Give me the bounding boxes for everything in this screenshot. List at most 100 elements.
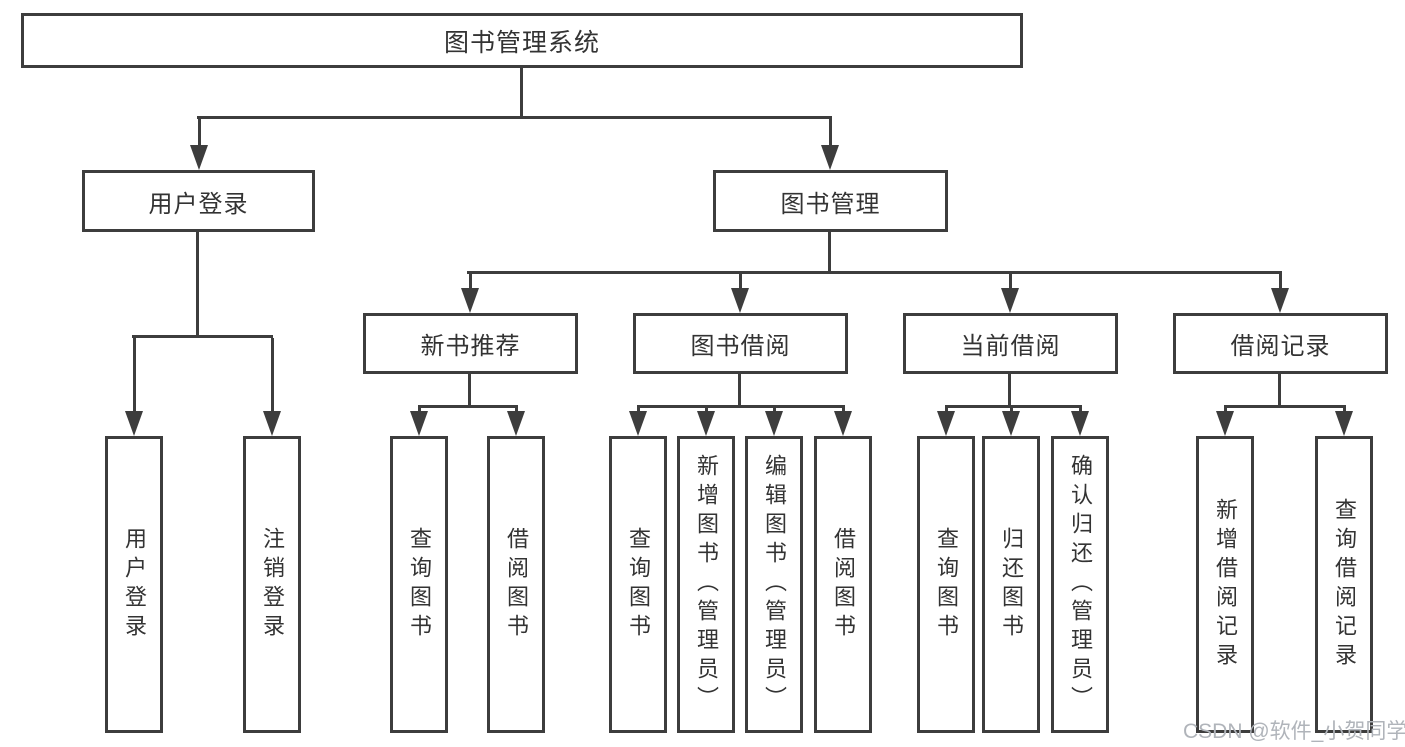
arrow-head-icon	[629, 411, 647, 436]
leaf-logout-label: 注销登录	[260, 526, 285, 643]
arrow-stem	[944, 408, 948, 411]
connector-user-login-rail	[132, 335, 273, 338]
connector-records-rail	[1224, 405, 1346, 408]
leaf-user-login: 用户登录	[105, 436, 163, 733]
node-user-login: 用户登录	[82, 170, 315, 232]
leaf-add-borrow-record: 新增借阅记录	[1196, 436, 1254, 733]
leaf-borrow-query-books-label: 查询图书	[626, 526, 651, 643]
connector-current-rail	[945, 405, 1082, 408]
arrow-head-icon	[507, 411, 525, 436]
leaf-edit-book-admin: 编辑图书（管理员）	[745, 436, 803, 733]
connector-recommend-stem	[468, 374, 471, 408]
arrow-stem	[417, 408, 421, 411]
arrow-down-icon	[125, 338, 143, 436]
arrow-stem	[197, 119, 201, 145]
arrow-down-icon	[263, 338, 281, 436]
arrow-stem	[828, 119, 832, 145]
arrow-down-icon	[1271, 274, 1289, 313]
leaf-confirm-return-admin: 确认归还（管理员）	[1051, 436, 1109, 733]
leaf-confirm-return-admin-label: 确认归还（管理员）	[1068, 454, 1093, 715]
leaf-add-book-admin: 新增图书（管理员）	[677, 436, 735, 733]
node-borrowing-records: 借阅记录	[1173, 313, 1388, 374]
arrow-stem	[738, 274, 742, 288]
leaf-borrow-query-books: 查询图书	[609, 436, 667, 733]
arrow-down-icon	[1216, 408, 1234, 436]
node-book-management: 图书管理	[713, 170, 948, 232]
leaf-user-login-label: 用户登录	[122, 526, 147, 643]
arrow-head-icon	[731, 288, 749, 313]
connector-level2-rail	[197, 116, 832, 119]
arrow-head-icon	[834, 411, 852, 436]
leaf-query-borrow-record-label: 查询借阅记录	[1332, 497, 1357, 672]
arrow-down-icon	[697, 408, 715, 436]
arrow-down-icon	[821, 119, 839, 170]
arrow-head-icon	[263, 411, 281, 436]
leaf-query-borrow-record: 查询借阅记录	[1315, 436, 1373, 733]
node-current-borrowing: 当前借阅	[903, 313, 1118, 374]
leaf-logout: 注销登录	[243, 436, 301, 733]
arrow-head-icon	[1071, 411, 1089, 436]
arrow-stem	[1009, 408, 1013, 411]
leaf-recommend-query-books: 查询图书	[390, 436, 448, 733]
leaf-recommend-borrow-books-label: 借阅图书	[504, 526, 529, 643]
connector-book-management-stem	[828, 232, 831, 274]
arrow-stem	[132, 338, 136, 411]
arrow-down-icon	[410, 408, 428, 436]
arrow-head-icon	[1002, 411, 1020, 436]
arrow-stem	[514, 408, 518, 411]
arrow-stem	[270, 338, 274, 411]
leaf-recommend-query-books-label: 查询图书	[407, 526, 432, 643]
arrow-down-icon	[1335, 408, 1353, 436]
arrow-down-icon	[461, 274, 479, 313]
node-book-borrowing-label: 图书借阅	[690, 333, 791, 360]
arrow-down-icon	[507, 408, 525, 436]
node-book-management-label: 图书管理	[780, 190, 881, 218]
arrow-down-icon	[1071, 408, 1089, 436]
arrow-down-icon	[1001, 274, 1019, 313]
leaf-add-book-admin-label: 新增图书（管理员）	[694, 454, 719, 715]
arrow-head-icon	[1335, 411, 1353, 436]
connector-root-stem	[520, 68, 523, 119]
connector-recommend-rail	[418, 405, 518, 408]
arrow-down-icon	[190, 119, 208, 170]
leaf-recommend-borrow-books: 借阅图书	[487, 436, 545, 733]
arrow-head-icon	[190, 145, 208, 170]
arrow-down-icon	[937, 408, 955, 436]
arrow-stem	[1278, 274, 1282, 288]
arrow-head-icon	[697, 411, 715, 436]
node-root-label: 图书管理系统	[443, 28, 600, 57]
leaf-return-books: 归还图书	[982, 436, 1040, 733]
arrow-stem	[704, 408, 708, 411]
arrow-head-icon	[1271, 288, 1289, 313]
arrow-stem	[1008, 274, 1012, 288]
connector-user-login-stem	[196, 232, 199, 338]
connector-current-stem	[1008, 374, 1011, 408]
node-new-book-recommendation-label: 新书推荐	[420, 333, 521, 360]
arrow-head-icon	[410, 411, 428, 436]
arrow-head-icon	[821, 145, 839, 170]
arrow-down-icon	[629, 408, 647, 436]
leaf-current-query-books-label: 查询图书	[934, 526, 959, 643]
node-current-borrowing-label: 当前借阅	[960, 333, 1061, 360]
arrow-head-icon	[1001, 288, 1019, 313]
arrow-head-icon	[937, 411, 955, 436]
arrow-stem	[841, 408, 845, 411]
connector-borrowing-stem	[738, 374, 741, 408]
node-new-book-recommendation: 新书推荐	[363, 313, 578, 374]
arrow-stem	[468, 274, 472, 288]
leaf-current-query-books: 查询图书	[917, 436, 975, 733]
csdn-watermark: CSDN @软件_小贺同学	[1183, 720, 1405, 743]
connector-level3-rail	[467, 271, 1282, 274]
leaf-add-borrow-record-label: 新增借阅记录	[1213, 497, 1238, 672]
connector-borrowing-rail	[637, 405, 845, 408]
arrow-head-icon	[125, 411, 143, 436]
arrow-down-icon	[834, 408, 852, 436]
connector-records-stem	[1278, 374, 1281, 408]
leaf-edit-book-admin-label: 编辑图书（管理员）	[762, 454, 787, 715]
arrow-down-icon	[765, 408, 783, 436]
arrow-head-icon	[765, 411, 783, 436]
arrow-stem	[1078, 408, 1082, 411]
arrow-head-icon	[1216, 411, 1234, 436]
leaf-borrow-books: 借阅图书	[814, 436, 872, 733]
